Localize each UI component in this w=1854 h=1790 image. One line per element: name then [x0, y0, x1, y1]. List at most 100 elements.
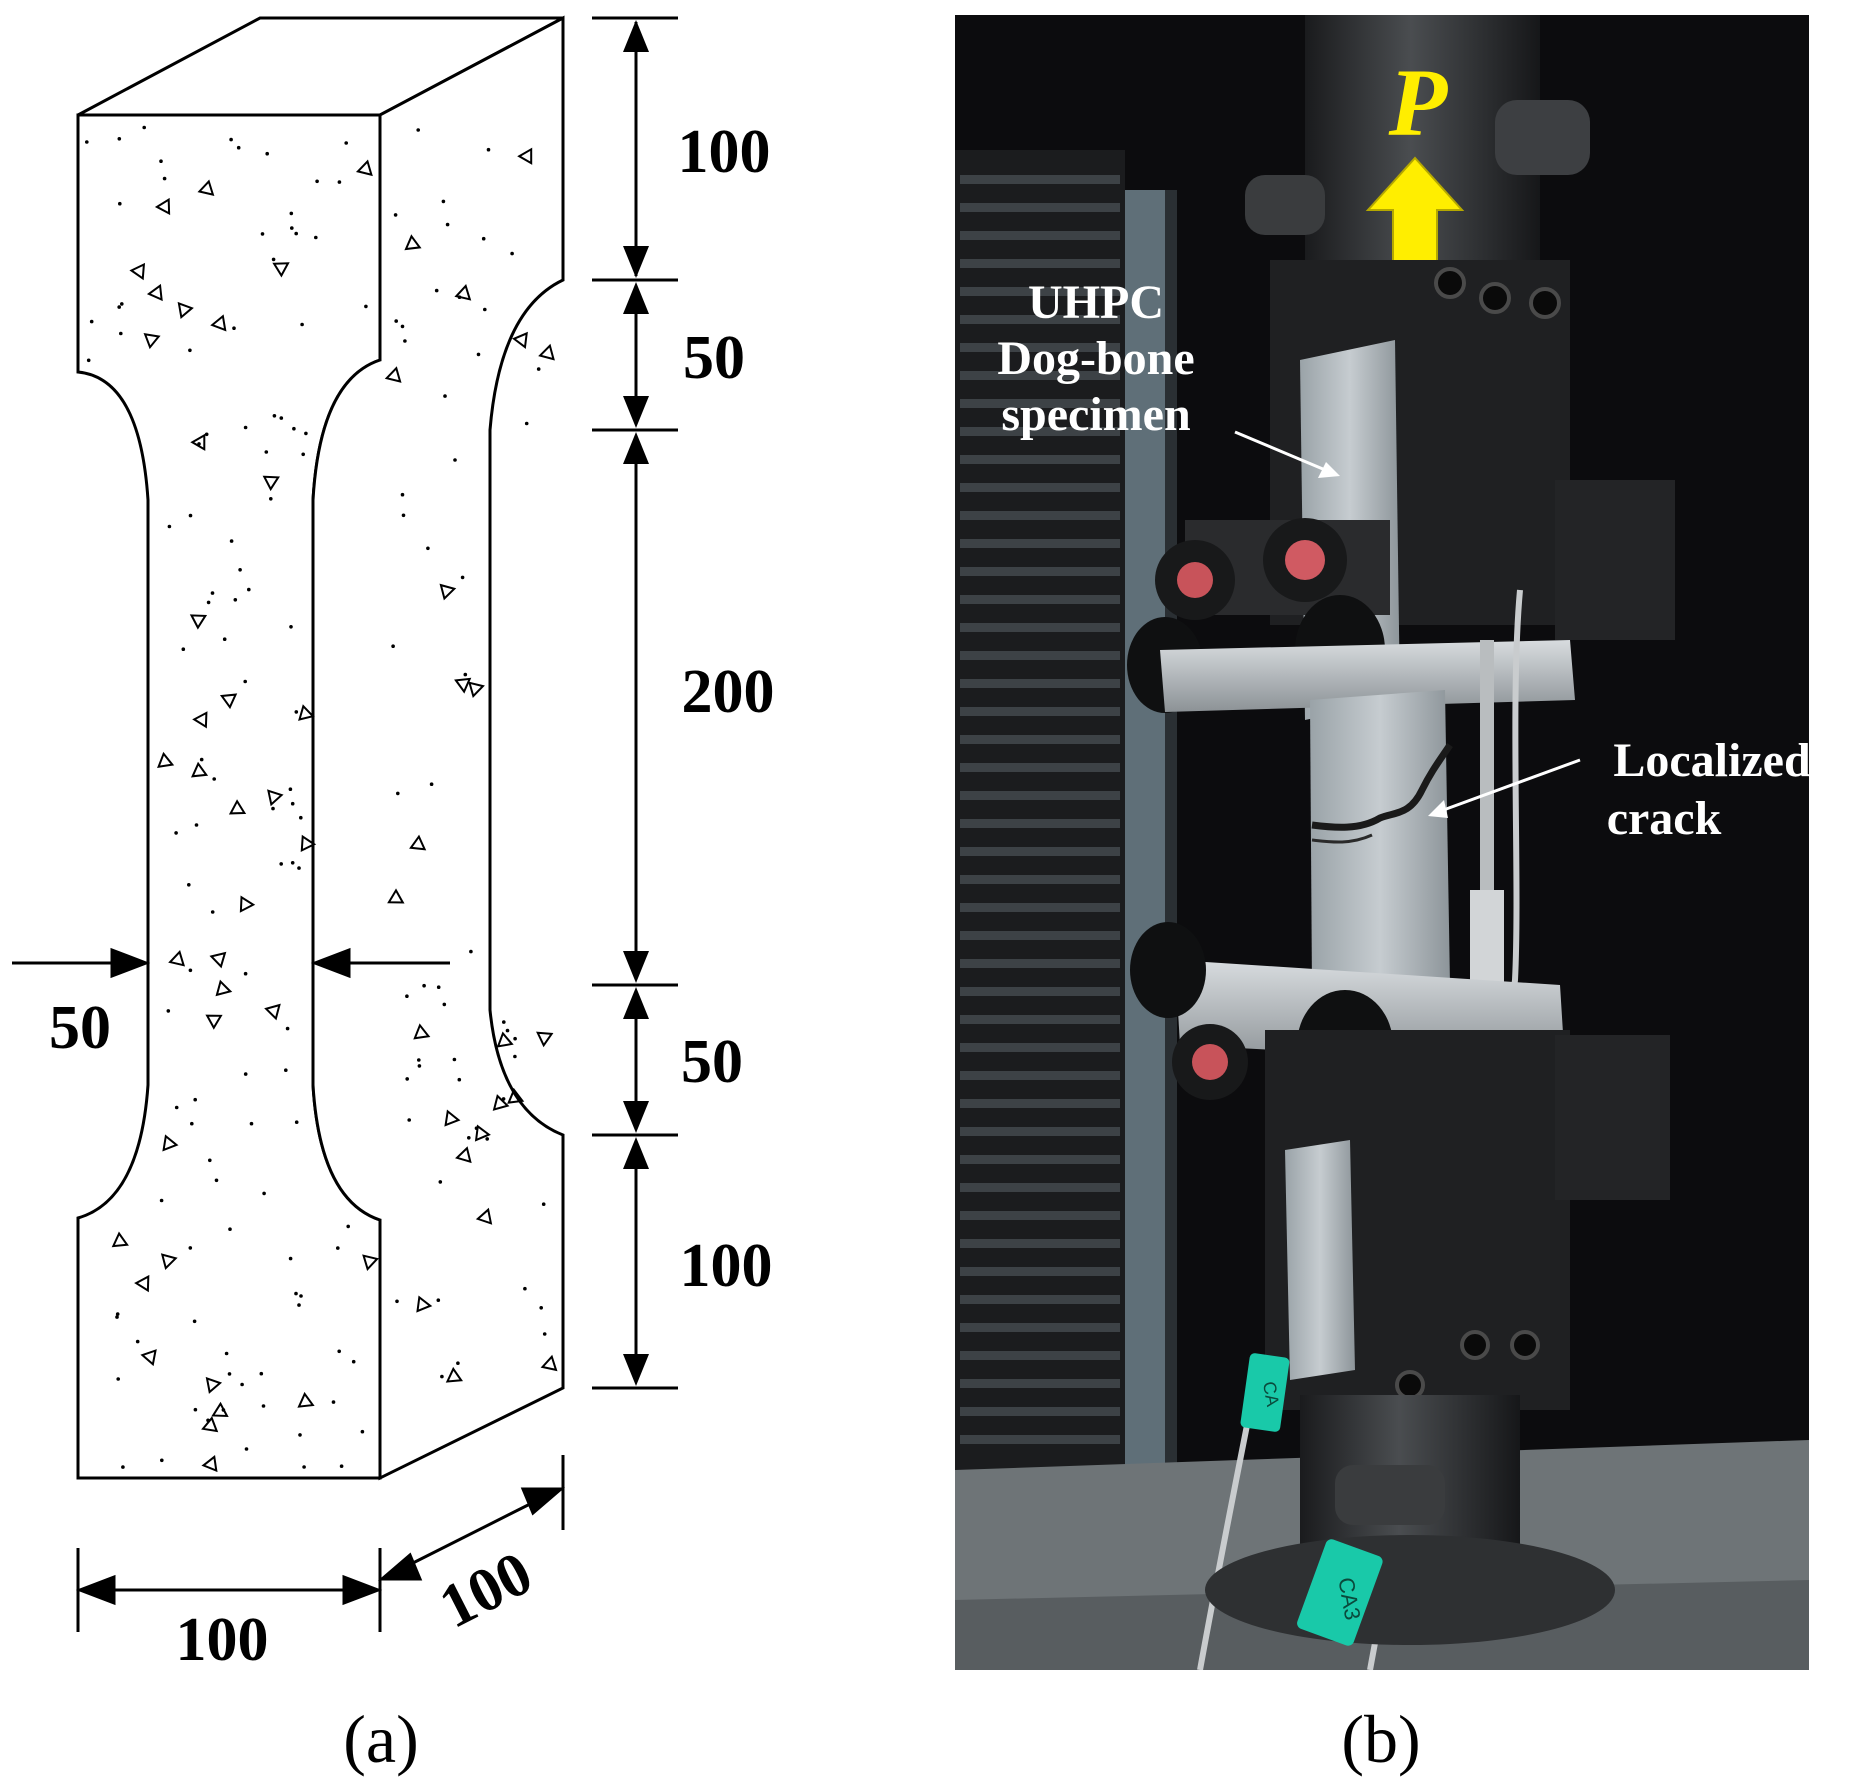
dim-neck-width: 50 [49, 994, 111, 1062]
texture-aggregate [190, 761, 209, 778]
texture-dot [181, 647, 186, 651]
texture-aggregate [143, 333, 161, 350]
texture-dot [243, 679, 247, 684]
clamp-knobs-upper [1127, 518, 1390, 713]
texture-dot [210, 910, 215, 914]
texture-dot [315, 179, 319, 184]
dimension-arrowhead [623, 951, 649, 983]
texture-dot [463, 672, 468, 677]
texture-aggregate [111, 1231, 129, 1248]
texture-dot [436, 985, 441, 989]
texture-aggregate [146, 283, 163, 302]
dimension-arrowhead [623, 396, 649, 428]
texture-dot [288, 787, 293, 791]
texture-dot [298, 1433, 302, 1437]
louver-slat [960, 1351, 1120, 1360]
louver-slat [960, 959, 1120, 968]
texture-dot [469, 949, 473, 954]
louver-slat [960, 427, 1120, 436]
texture-aggregate [387, 888, 405, 904]
texture-dot [279, 416, 284, 420]
texture-dot [301, 452, 306, 457]
texture-dot [436, 1298, 441, 1302]
texture-dot [297, 1303, 301, 1307]
texture-dot [264, 450, 269, 454]
dimension-arrowhead [623, 1101, 649, 1133]
texture-aggregate [272, 262, 290, 278]
louver-slat [960, 763, 1120, 772]
texture-aggregate [517, 147, 533, 165]
texture-aggregate [211, 1401, 229, 1418]
texture-aggregate [239, 895, 256, 913]
texture-dot [445, 222, 450, 227]
texture-dot [120, 302, 124, 306]
texture-aggregate [492, 1094, 510, 1111]
texture-aggregate [190, 433, 206, 451]
texture-dot [222, 637, 227, 641]
texture-dot [395, 1299, 399, 1304]
dim-depth: 100 [429, 1539, 543, 1642]
texture-dot [188, 513, 193, 518]
texture-dot [193, 1097, 197, 1102]
specimen-gauge [1310, 690, 1450, 990]
texture-dot [294, 710, 299, 714]
texture-aggregate [168, 949, 186, 967]
texture-dot [294, 1291, 298, 1296]
texture-dot [117, 305, 121, 309]
texture-aggregate [192, 711, 208, 729]
louver-slat [960, 1267, 1120, 1276]
texture-dot [229, 539, 234, 543]
specimen-side-face [311, 15, 565, 1481]
texture-dot [135, 1339, 140, 1344]
texture-dot [405, 994, 409, 998]
louver-slat [960, 1295, 1120, 1304]
texture-dot [434, 288, 439, 293]
texture-dot [116, 1377, 120, 1381]
texture-aggregate [384, 366, 402, 383]
specimen-annotation: UHPC Dog-bone specimen [997, 276, 1340, 478]
texture-dot [536, 367, 541, 371]
side-panel [1125, 190, 1165, 1480]
louver-slat [960, 203, 1120, 212]
louver-slat [960, 483, 1120, 492]
texture-aggregate [413, 1023, 431, 1040]
texture-dot [271, 257, 276, 262]
grip-bolts-lower [1395, 1330, 1540, 1400]
texture-aggregate [455, 1146, 472, 1164]
dim-upper-transition: 50 [683, 324, 745, 392]
louver-slat [960, 875, 1120, 884]
upper-frame-plate [1160, 640, 1575, 712]
louver-slat [960, 735, 1120, 744]
texture-dot [115, 1315, 119, 1319]
louver-slat [960, 987, 1120, 996]
texture-dot [190, 1121, 194, 1126]
texture-dot [304, 431, 308, 436]
texture-dot [206, 600, 211, 605]
texture-dot [227, 1372, 232, 1376]
texture-dot [265, 151, 270, 156]
texture-dot [193, 1407, 198, 1412]
caption-b: (b) [1341, 1701, 1420, 1777]
texture-aggregate [538, 343, 555, 361]
louver-slat [960, 343, 1120, 352]
louver-slat [960, 847, 1120, 856]
texture-dot [364, 304, 368, 309]
crack-label-line1: Localized [1613, 734, 1811, 787]
texture-dot [166, 1009, 171, 1013]
texture-dot [510, 251, 514, 256]
texture-dot [337, 180, 342, 184]
texture-dot [292, 426, 296, 431]
dimension-arrowhead [623, 1137, 649, 1169]
texture-aggregate [416, 1295, 433, 1313]
texture-dot [294, 1120, 299, 1124]
louver-slat [960, 1323, 1120, 1332]
texture-dot [403, 339, 407, 343]
texture-dot [204, 432, 209, 437]
texture-dot [299, 1294, 303, 1298]
louver-slat [960, 1099, 1120, 1108]
texture-aggregate [157, 751, 175, 768]
texture-aggregate [201, 1416, 219, 1433]
texture-dot [314, 235, 318, 240]
texture-aggregate [160, 1253, 178, 1271]
